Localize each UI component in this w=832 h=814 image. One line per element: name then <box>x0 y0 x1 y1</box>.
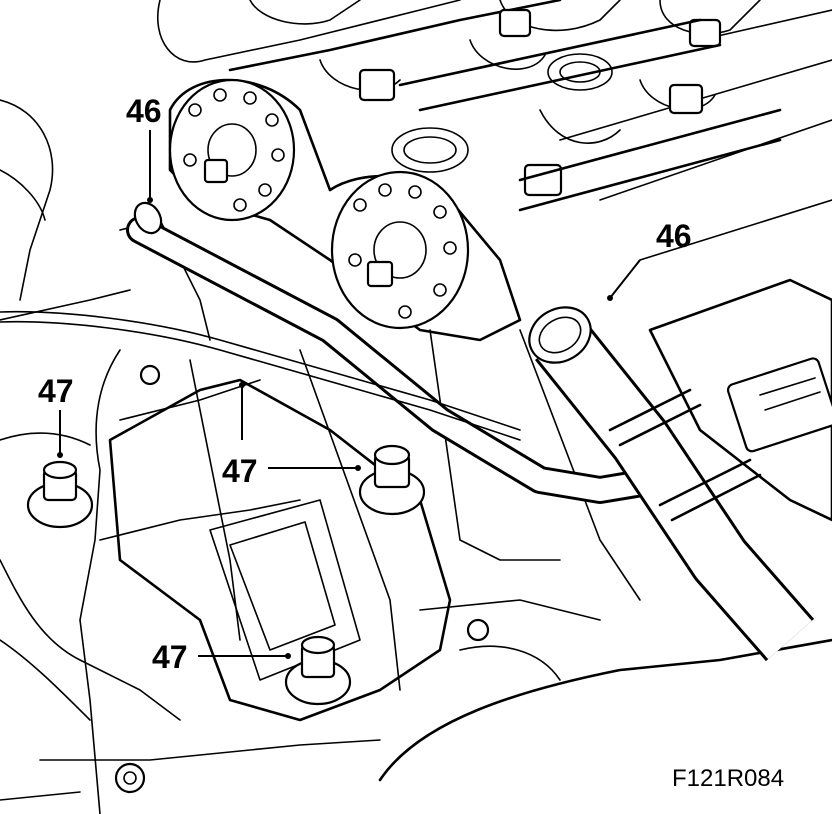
sensor-connector <box>648 278 832 522</box>
callout-47-bottom: 47 <box>152 639 188 675</box>
callout-leaders <box>57 130 641 659</box>
mount-bolt-left <box>26 460 94 529</box>
camshaft-area <box>228 0 782 212</box>
camshaft-gear-left <box>168 78 296 222</box>
timing-plate <box>168 78 522 342</box>
figure-id: F121R084 <box>672 765 784 792</box>
coolant-pipe <box>126 201 674 504</box>
mount-bolt-bottom <box>284 635 352 706</box>
wiring-harness <box>0 310 521 814</box>
callout-46-left: 46 <box>126 93 162 129</box>
camshaft-gear-right <box>330 170 470 330</box>
coolant-hose <box>528 306 815 662</box>
callout-46-right: 46 <box>656 218 692 254</box>
engine-mount <box>108 378 452 722</box>
callout-47-left: 47 <box>38 373 74 409</box>
mount-bolt-middle <box>358 444 426 516</box>
small-nut <box>114 364 490 794</box>
callout-47-middle: 47 <box>222 453 258 489</box>
